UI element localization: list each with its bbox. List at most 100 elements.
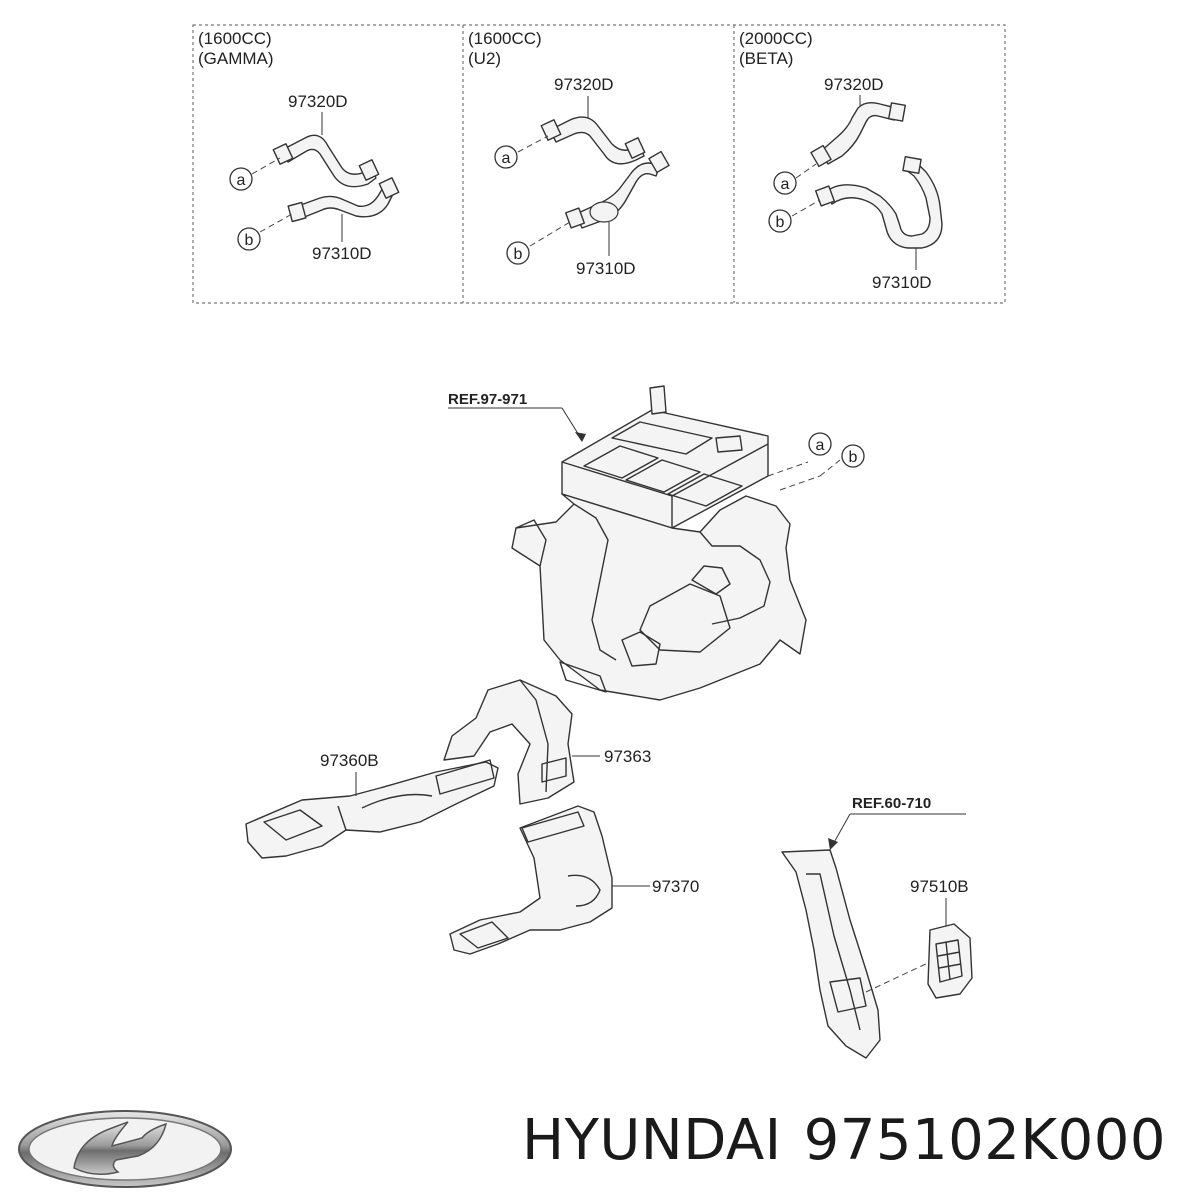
heater-grille-cell bbox=[625, 459, 701, 493]
hose-clamp bbox=[624, 137, 646, 159]
variant-type: (GAMMA) bbox=[198, 49, 274, 68]
ref-label-heater: REF.97-971 bbox=[448, 391, 527, 408]
quarter-trim-panel bbox=[781, 849, 881, 1059]
variant-beta: (2000CC) (BETA) 97320D a b 97310D bbox=[739, 29, 943, 292]
part-label-lower-hose: 97310D bbox=[312, 244, 372, 263]
marker-b-label: b bbox=[776, 214, 785, 231]
connection-line bbox=[767, 461, 809, 477]
connection-line bbox=[795, 163, 817, 179]
heater-tab bbox=[715, 435, 743, 453]
brand-name: HYUNDAI bbox=[522, 1108, 782, 1173]
marker-b-label: b bbox=[514, 246, 523, 263]
footer-brand-line: HYUNDAI 975102K000 bbox=[522, 1108, 1188, 1173]
variant-type: (BETA) bbox=[739, 49, 793, 68]
heater-body-contour bbox=[699, 531, 771, 625]
hose-bulge bbox=[589, 201, 619, 223]
lower-heater-hose bbox=[575, 162, 661, 229]
upper-heater-hose bbox=[819, 101, 897, 165]
part-label-97363: 97363 bbox=[604, 747, 651, 766]
heater-grille-cell bbox=[667, 473, 743, 507]
marker-a-label: a bbox=[781, 176, 790, 193]
heater-drain bbox=[559, 661, 607, 693]
connection-line bbox=[251, 157, 281, 175]
ref-label-pillar: REF.60-710 bbox=[852, 795, 931, 812]
hose-clamp bbox=[888, 102, 906, 122]
connection-line bbox=[819, 459, 841, 477]
part-label-97370: 97370 bbox=[652, 877, 699, 896]
hose-clamp bbox=[564, 207, 586, 229]
marker-a-label: a bbox=[237, 172, 246, 189]
duct-grille bbox=[263, 809, 323, 841]
variant-frame bbox=[192, 24, 1006, 304]
heater-pipe-port bbox=[691, 565, 731, 595]
hose-clamp bbox=[540, 119, 562, 141]
duct-outlet bbox=[435, 759, 495, 795]
marker-b bbox=[841, 444, 865, 468]
lower-heater-hose bbox=[297, 185, 395, 219]
part-label-upper-hose: 97320D bbox=[554, 75, 614, 94]
marker-b bbox=[237, 227, 261, 251]
duct-contour bbox=[361, 793, 433, 809]
hose-clamp bbox=[648, 150, 670, 174]
duct-contour bbox=[519, 679, 549, 793]
duct-label-plate bbox=[541, 757, 567, 783]
duct-97363: 97363 bbox=[443, 679, 651, 805]
connection-line bbox=[529, 221, 571, 247]
ref-arrow-head bbox=[575, 432, 586, 442]
marker-a-label: a bbox=[816, 437, 825, 454]
connection-line bbox=[259, 213, 293, 233]
part-label-lower-hose: 97310D bbox=[872, 273, 932, 292]
duct-contour bbox=[567, 874, 601, 907]
heater-grille-cell bbox=[583, 445, 659, 479]
vent-grille-slats bbox=[935, 939, 963, 983]
left-floor-duct bbox=[245, 761, 499, 859]
connection-line bbox=[779, 475, 821, 491]
variant-engine: (2000CC) bbox=[739, 29, 813, 48]
duct-outlet bbox=[521, 811, 585, 843]
part-label-lower-hose: 97310D bbox=[576, 259, 636, 278]
marker-a bbox=[229, 167, 253, 191]
heater-side-flange bbox=[515, 519, 547, 567]
vent-slat bbox=[938, 963, 962, 969]
duct-97360B: 97360B bbox=[245, 751, 499, 859]
hose-clamp bbox=[902, 156, 922, 174]
hose-clamp bbox=[358, 159, 380, 181]
marker-b bbox=[506, 241, 530, 265]
panel-vent-opening bbox=[829, 977, 867, 1013]
hose-clamp bbox=[287, 201, 307, 223]
upper-heater-hose bbox=[281, 134, 377, 188]
part-label-97360B: 97360B bbox=[320, 751, 379, 770]
heater-body bbox=[511, 493, 807, 701]
marker-b bbox=[768, 209, 792, 233]
upper-heater-hose bbox=[549, 116, 645, 165]
marker-b-label: b bbox=[245, 232, 254, 249]
duct-grille bbox=[459, 921, 509, 949]
heater-vent-port bbox=[621, 631, 661, 667]
variant-engine: (1600CC) bbox=[468, 29, 542, 48]
variant-gamma: (1600CC) (GAMMA) 97320D a b 97310D bbox=[198, 29, 400, 263]
variant-engine: (1600CC) bbox=[198, 29, 272, 48]
vent-slat bbox=[937, 951, 961, 957]
variant-u2: (1600CC) (U2) 97320D a b 97310D bbox=[468, 29, 670, 278]
marker-b-label: b bbox=[849, 449, 858, 466]
duct-97370: 97370 bbox=[449, 805, 699, 955]
heater-grille-cell bbox=[611, 421, 713, 455]
hyundai-logo bbox=[18, 1110, 232, 1188]
connection-line bbox=[517, 135, 549, 153]
pillar-assembly: REF.60-710 97510B bbox=[781, 795, 973, 1059]
part-number: 975102K000 bbox=[803, 1108, 1167, 1173]
marker-a-label: a bbox=[502, 150, 511, 167]
connection-line bbox=[791, 199, 821, 217]
heater-body-contour bbox=[573, 503, 617, 661]
part-label-upper-hose: 97320D bbox=[288, 92, 348, 111]
duct-contour bbox=[337, 805, 347, 831]
ref-arrow-head bbox=[828, 838, 838, 850]
heater-unit-assembly: REF.97-971 a b bbox=[448, 385, 865, 701]
marker-a bbox=[773, 171, 797, 195]
connection-line bbox=[865, 961, 931, 993]
hose-clamp bbox=[814, 185, 836, 207]
variant-panels bbox=[192, 24, 1006, 304]
heater-tab bbox=[649, 385, 667, 415]
